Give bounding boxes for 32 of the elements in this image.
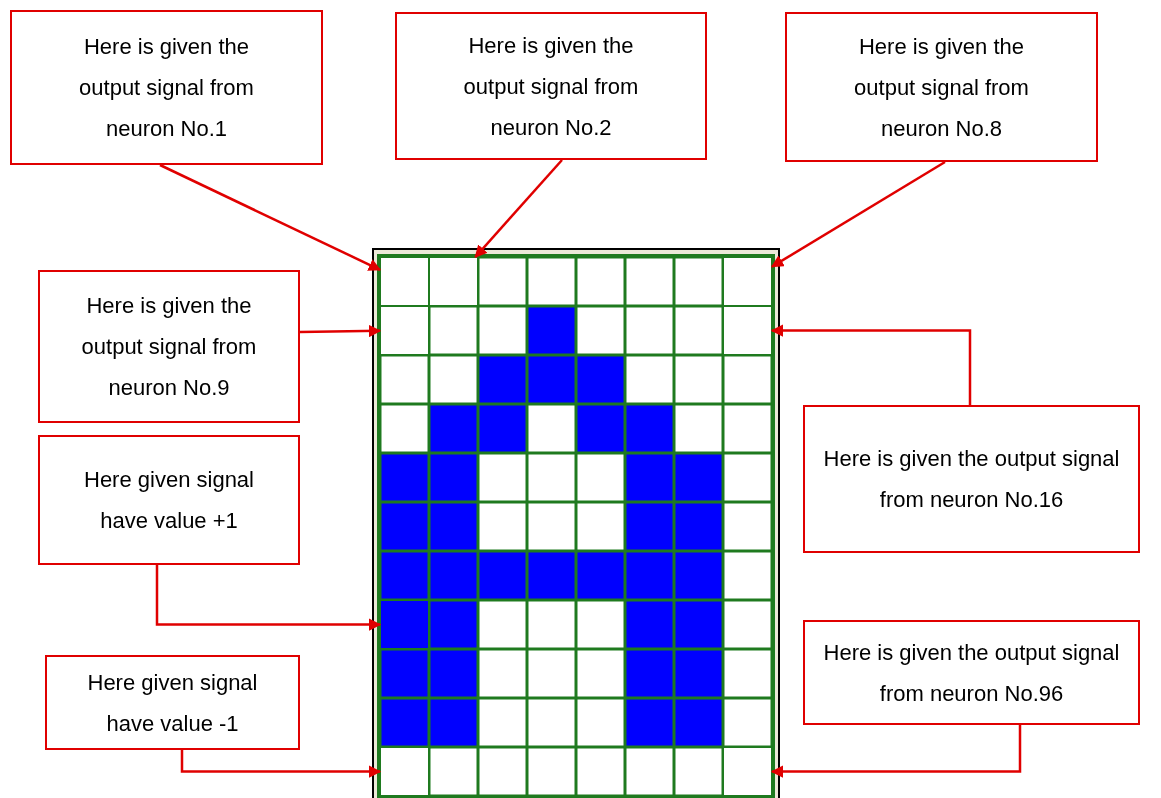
callout-box: [785, 12, 1098, 162]
callout-box: [803, 620, 1140, 725]
grid-cell: [380, 306, 429, 355]
callout-text: Here given signal have value +1: [83, 466, 255, 535]
callout-text: Here is given the output signal from neuron No.8: [853, 32, 1030, 143]
callout-box: [803, 405, 1140, 553]
leader-arrow: [155, 565, 382, 631]
leader-arrow: [770, 160, 946, 268]
grid-cell: [723, 306, 772, 355]
grid-cell: [723, 747, 772, 796]
leader-arrow: [300, 324, 382, 338]
grid-cell: [380, 600, 429, 649]
grid-cell: [380, 747, 429, 796]
leader-arrow: [770, 324, 972, 405]
callout-box: [45, 655, 300, 750]
leader-arrow: [159, 163, 382, 271]
callout-text: Here is given the output signal from neuron No.1: [78, 33, 255, 143]
grid-cell: [429, 257, 478, 306]
callout-box: [38, 270, 300, 423]
callout-box: [38, 435, 300, 565]
callout-box: [395, 12, 707, 160]
callout-text: Here given signal have value -1: [86, 668, 259, 738]
callout-text: Here is given the output signal from neuron No.9: [80, 292, 258, 402]
leader-arrow: [770, 725, 1022, 778]
leader-arrow: [474, 159, 563, 258]
callout-text: Here is given the output signal from neuron No.16: [822, 445, 1121, 514]
callout-text: Here is given the output signal from neuron No.96: [822, 638, 1121, 708]
leader-arrow: [180, 750, 382, 778]
grid-cell: [723, 257, 772, 306]
callout-box: [10, 10, 323, 165]
grid-cell: [380, 257, 429, 306]
callout-text: Here is given the output signal from neuron No.2: [462, 31, 640, 142]
